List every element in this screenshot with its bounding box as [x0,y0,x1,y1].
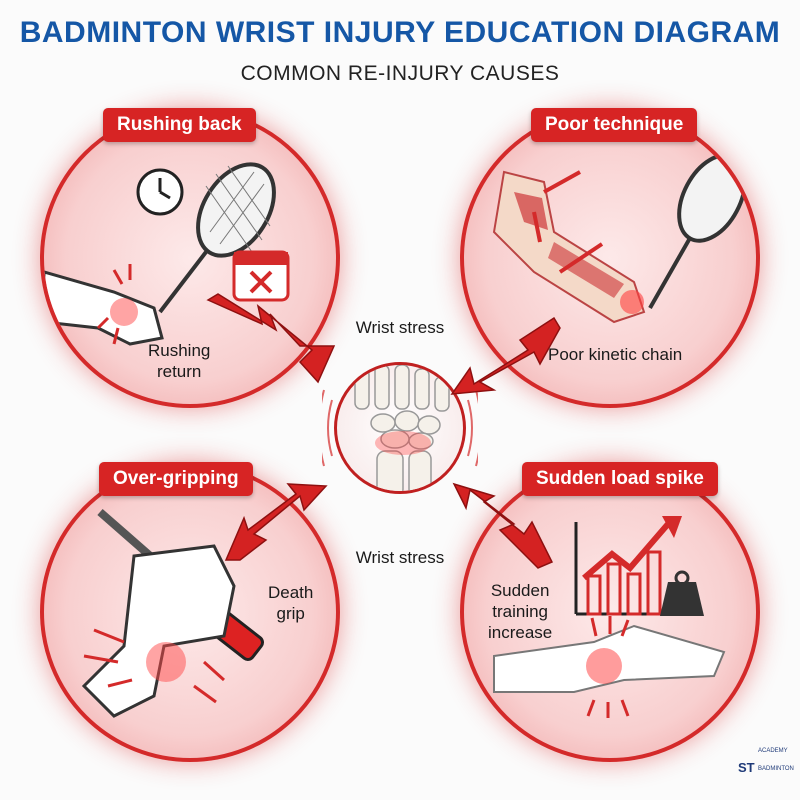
arm-muscle-icon [492,170,646,324]
calendar-x-icon [232,250,290,302]
hand-icon [44,270,164,346]
tag-rushing-back: Rushing back [103,108,256,142]
caption-rushing-return: Rushing return [148,341,211,381]
logo-sub-text: BADMINTON [758,766,794,772]
wrist-stress-label-bottom: Wrist stress [355,548,445,567]
academy-logo: ACADEMY ST BADMINTON [736,744,794,780]
panel-poor-technique: Poor kinetic chain [460,108,760,408]
panel-sudden-load-spike: Sudden training increase [460,462,760,762]
clock-icon [136,168,184,216]
tag-poor-technique: Poor technique [531,108,698,142]
wrist-bones-icon [354,365,450,491]
wrist-stress-center [322,350,478,506]
hand-skeleton-icon [493,624,726,693]
logo-top-text: ACADEMY [758,748,788,754]
panel-rushing-back: Rushing return [40,108,340,408]
tag-over-gripping: Over-gripping [99,462,253,496]
weight-icon [660,570,704,616]
logo-main-text: ST [738,760,755,775]
page-subtitle: COMMON RE-INJURY CAUSES [240,62,560,85]
panel-over-gripping: Death grip [40,462,340,762]
wrist-stress-label-top: Wrist stress [355,318,445,337]
tag-sudden-load-spike: Sudden load spike [522,462,718,496]
rising-bar-chart-icon [574,516,684,616]
fist-icon [81,544,236,718]
page-title: BADMINTON WRIST INJURY EDUCATION DIAGRAM [19,16,781,49]
caption-poor-kinetic-chain: Poor kinetic chain [548,345,683,364]
racket-icon [158,162,276,314]
caption-death-grip: Death grip [268,583,314,623]
caption-sudden-training-increase: Sudden training increase [488,581,553,642]
racket-icon [648,153,747,309]
